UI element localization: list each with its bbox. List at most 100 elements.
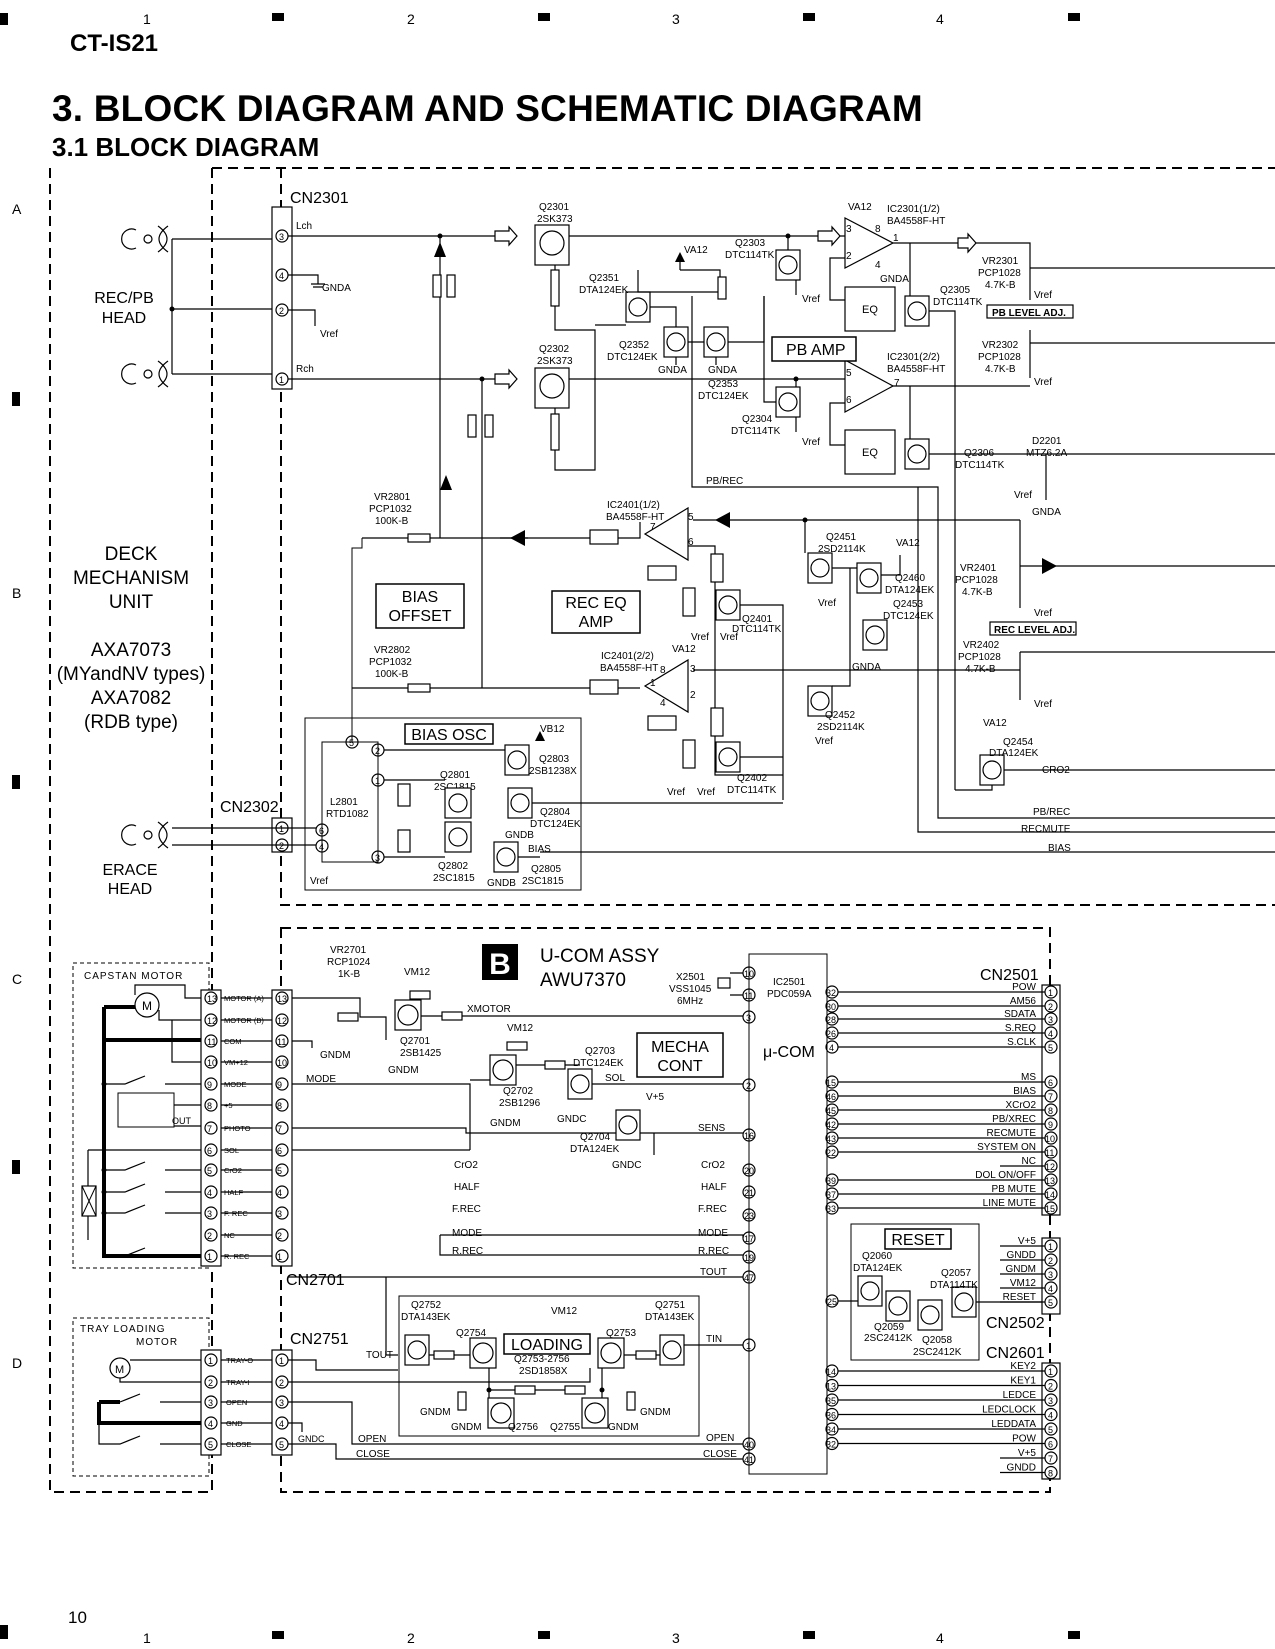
svg-text:VB12: VB12 — [540, 724, 565, 735]
svg-text:DTC124EK: DTC124EK — [530, 819, 581, 830]
svg-text:GNDB: GNDB — [505, 830, 534, 841]
svg-text:HALF: HALF — [454, 1182, 480, 1193]
cn2501-signal: S.CLK — [1007, 1037, 1036, 1048]
cn2701-deck-pin: 3 — [207, 1209, 212, 1219]
svg-text:Q2803: Q2803 — [539, 754, 569, 765]
svg-text:2SC2412K: 2SC2412K — [913, 1347, 962, 1358]
right-connectors: CN2501 CN2502 CN2601 25 1POW322AM56303SD… — [825, 967, 1061, 1480]
svg-text:SENS: SENS — [698, 1123, 726, 1134]
svg-text:Q2703: Q2703 — [585, 1046, 615, 1057]
svg-text:DTC114TK: DTC114TK — [955, 460, 1005, 471]
svg-text:3: 3 — [746, 1013, 751, 1023]
cn2601-signal: LEDCE — [1003, 1390, 1037, 1401]
svg-text:100K-B: 100K-B — [375, 516, 409, 527]
svg-text:Q2305: Q2305 — [940, 285, 970, 296]
svg-text:IC2401(1/2): IC2401(1/2) — [607, 500, 660, 511]
svg-text:Q2804: Q2804 — [540, 807, 570, 818]
svg-text:1: 1 — [279, 824, 284, 834]
tray-motor: TRAY LOADING MOTOR M — [72, 1317, 210, 1477]
svg-text:Q2452: Q2452 — [825, 710, 855, 721]
loading-section: TOUT LOADING VM12 Q2752 DTA143EK Q2754 Q… — [366, 1277, 743, 1437]
svg-text:1: 1 — [279, 375, 284, 385]
ucom-pin: 26 — [826, 1029, 836, 1039]
svg-text:X2501: X2501 — [676, 972, 705, 983]
capstan-pin-label: R. REC — [224, 1252, 250, 1261]
cn2701-main-pin: 10 — [277, 1058, 287, 1068]
svg-text:5: 5 — [688, 512, 694, 523]
tray-pin-label: CLOSE — [226, 1440, 251, 1449]
bias-osc-label: BIAS OSC — [411, 727, 487, 744]
cn2701-deck-pin: 12 — [207, 1016, 217, 1026]
svg-text:5: 5 — [349, 738, 354, 748]
pb-amp-label: PB AMP — [786, 342, 846, 359]
svg-text:CN2701: CN2701 — [286, 1272, 345, 1289]
svg-text:Q2304: Q2304 — [742, 414, 772, 425]
capstan-pin-label: MOTOR (A) — [224, 994, 264, 1003]
svg-text:CLOSE: CLOSE — [356, 1449, 390, 1460]
svg-text:EQ: EQ — [862, 447, 878, 459]
svg-text:19: 19 — [744, 1253, 754, 1263]
cn2751-deck-pin: 1 — [208, 1356, 213, 1366]
svg-text:GNDM: GNDM — [320, 1050, 351, 1061]
svg-text:Q2351: Q2351 — [589, 273, 619, 284]
cn2501-pin: 9 — [1048, 1120, 1053, 1130]
svg-text:GNDA: GNDA — [1032, 507, 1061, 518]
svg-text:Q2702: Q2702 — [503, 1086, 533, 1097]
svg-text:BIAS: BIAS — [1048, 843, 1071, 854]
svg-text:Q2801: Q2801 — [440, 770, 470, 781]
cn2601-signal: KEY2 — [1010, 1361, 1036, 1372]
capstan-pin-label: HALF — [224, 1188, 244, 1197]
model-name: CT-IS21 — [70, 30, 159, 57]
svg-text:OUT: OUT — [172, 1116, 192, 1126]
cn2502-signal: VM12 — [1010, 1278, 1037, 1289]
svg-text:IC2301(2/2): IC2301(2/2) — [887, 352, 940, 363]
cn2502-pin: 1 — [1048, 1242, 1053, 1252]
cn2701-main-pin: 2 — [277, 1231, 282, 1241]
svg-text:2SB1425: 2SB1425 — [400, 1048, 442, 1059]
cn2701-deck-pin: 2 — [207, 1231, 212, 1241]
svg-text:GNDM: GNDM — [608, 1422, 639, 1433]
svg-text:DTC124EK: DTC124EK — [573, 1058, 624, 1069]
mecha-cont-label-2: CONT — [657, 1058, 703, 1075]
cn2701-deck-pin: 10 — [207, 1058, 217, 1068]
svg-text:Q2704: Q2704 — [580, 1132, 610, 1143]
svg-text:Q2303: Q2303 — [735, 238, 765, 249]
svg-text:DTA114TK: DTA114TK — [930, 1280, 978, 1291]
svg-text:CAPSTAN MOTOR: CAPSTAN MOTOR — [84, 971, 183, 982]
cn2701-deck-pin: 13 — [207, 994, 217, 1004]
svg-text:3: 3 — [279, 232, 284, 242]
cn2601-signal: GNDD — [1007, 1463, 1036, 1474]
svg-text:VA12: VA12 — [983, 718, 1007, 729]
ucom-pin: 33 — [826, 1204, 836, 1214]
svg-text:TOUT: TOUT — [700, 1267, 727, 1278]
svg-text:Q2701: Q2701 — [400, 1036, 430, 1047]
svg-text:TIN: TIN — [706, 1334, 722, 1345]
svg-text:Q2752: Q2752 — [411, 1300, 441, 1311]
svg-text:CN2601: CN2601 — [986, 1345, 1045, 1362]
cn2501-signal: LINE MUTE — [983, 1198, 1037, 1209]
section-title: 3. BLOCK DIAGRAM AND SCHEMATIC DIAGRAM — [52, 88, 923, 129]
svg-text:VM12: VM12 — [551, 1306, 578, 1317]
svg-text:PCP1032: PCP1032 — [369, 657, 412, 668]
svg-text:Vref: Vref — [310, 876, 328, 887]
svg-text:RCP1024: RCP1024 — [327, 957, 371, 968]
bias-offset-label-2: OFFSET — [388, 608, 451, 625]
svg-text:Q2060: Q2060 — [862, 1251, 892, 1262]
svg-text:PDC059A: PDC059A — [767, 989, 812, 1000]
svg-text:2: 2 — [279, 306, 284, 316]
svg-text:Q2754: Q2754 — [456, 1328, 486, 1339]
svg-text:MOTOR: MOTOR — [136, 1337, 178, 1348]
svg-text:Q2460: Q2460 — [895, 573, 925, 584]
tray-pin-label: TRAY-I — [226, 1378, 249, 1387]
grid-col-3-bottom: 3 — [672, 1630, 680, 1646]
svg-text:6: 6 — [319, 826, 324, 836]
grid-marks: 1 2 3 4 1 2 3 4 A B C D — [0, 11, 1080, 1646]
svg-text:DTC114TK: DTC114TK — [933, 297, 983, 308]
cn2701-deck-pin: 11 — [207, 1037, 216, 1047]
svg-text:GNDA: GNDA — [852, 662, 881, 673]
svg-text:6: 6 — [688, 537, 694, 548]
cn2701-main-pin: 13 — [277, 994, 287, 1004]
svg-text:BA4558F-HT: BA4558F-HT — [887, 216, 945, 227]
svg-text:BA4558F-HT: BA4558F-HT — [600, 663, 658, 674]
